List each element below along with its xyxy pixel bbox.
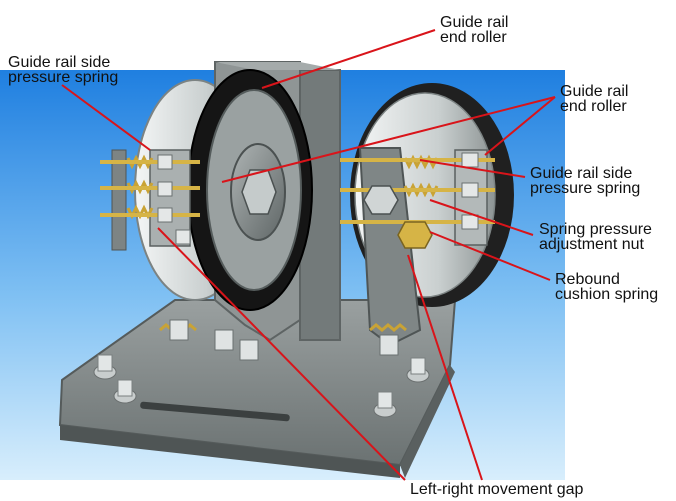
right-bracket-nuts bbox=[461, 152, 479, 230]
leader-right-roller-b bbox=[484, 96, 556, 156]
leader-top-roller bbox=[261, 29, 436, 89]
label-top-roller-line1: Guide rail bbox=[440, 14, 509, 31]
label-right-roller: Guide rail end roller bbox=[560, 83, 629, 115]
leader-adjust-nut bbox=[429, 199, 534, 236]
label-gap: Left-right movement gap bbox=[410, 481, 584, 498]
leader-gap-b bbox=[407, 254, 483, 481]
leader-rebound-spring bbox=[429, 231, 551, 281]
label-adjust-nut-line1: Spring pressure bbox=[539, 221, 652, 238]
left-bracket-plate bbox=[111, 149, 127, 251]
label-right-spring: Guide rail side pressure spring bbox=[530, 165, 641, 197]
leader-left-spring bbox=[61, 84, 151, 151]
red-leader-line bbox=[61, 29, 556, 481]
left-bracket-nuts bbox=[157, 154, 191, 245]
base-bolt bbox=[406, 357, 430, 383]
base-plate-edge bbox=[60, 425, 400, 478]
label-rebound-spring-line1: Rebound bbox=[555, 271, 620, 288]
leader-right-spring bbox=[419, 159, 526, 178]
base-bolt bbox=[93, 354, 117, 380]
spring-adjustment-nut bbox=[397, 221, 433, 249]
label-left-spring-line2: pressure spring bbox=[8, 69, 119, 86]
label-adjust-nut-line2: adjustment nut bbox=[539, 236, 644, 253]
label-rebound-spring-line2: cushion spring bbox=[555, 286, 659, 303]
lower-bolt-heads bbox=[169, 319, 399, 361]
leader-gap-a bbox=[157, 227, 406, 481]
label-right-spring-line2: pressure spring bbox=[530, 180, 641, 197]
base-bolt bbox=[373, 391, 397, 418]
label-right-spring-line1: Guide rail side bbox=[530, 165, 633, 182]
label-top-roller: Guide rail end roller bbox=[440, 14, 509, 46]
label-right-roller-line1: Guide rail bbox=[560, 83, 629, 100]
base-slot bbox=[140, 401, 290, 422]
leader-right-roller-a bbox=[221, 96, 556, 183]
center-hex-bolt bbox=[363, 185, 399, 215]
label-gap-line1: Left-right movement gap bbox=[410, 481, 584, 498]
base-bolt bbox=[113, 379, 137, 404]
base-plate-side bbox=[400, 365, 455, 478]
central-frame-top bbox=[215, 62, 340, 70]
label-right-roller-line2: end roller bbox=[560, 98, 627, 115]
label-left-spring-line1: Guide rail side bbox=[8, 54, 111, 71]
label-rebound-spring: Rebound cushion spring bbox=[555, 271, 659, 303]
label-left-spring: Guide rail side pressure spring bbox=[8, 54, 119, 86]
left-bracket-rods bbox=[100, 160, 200, 217]
label-adjust-nut: Spring pressure adjustment nut bbox=[539, 221, 652, 253]
label-top-roller-line2: end roller bbox=[440, 29, 507, 46]
